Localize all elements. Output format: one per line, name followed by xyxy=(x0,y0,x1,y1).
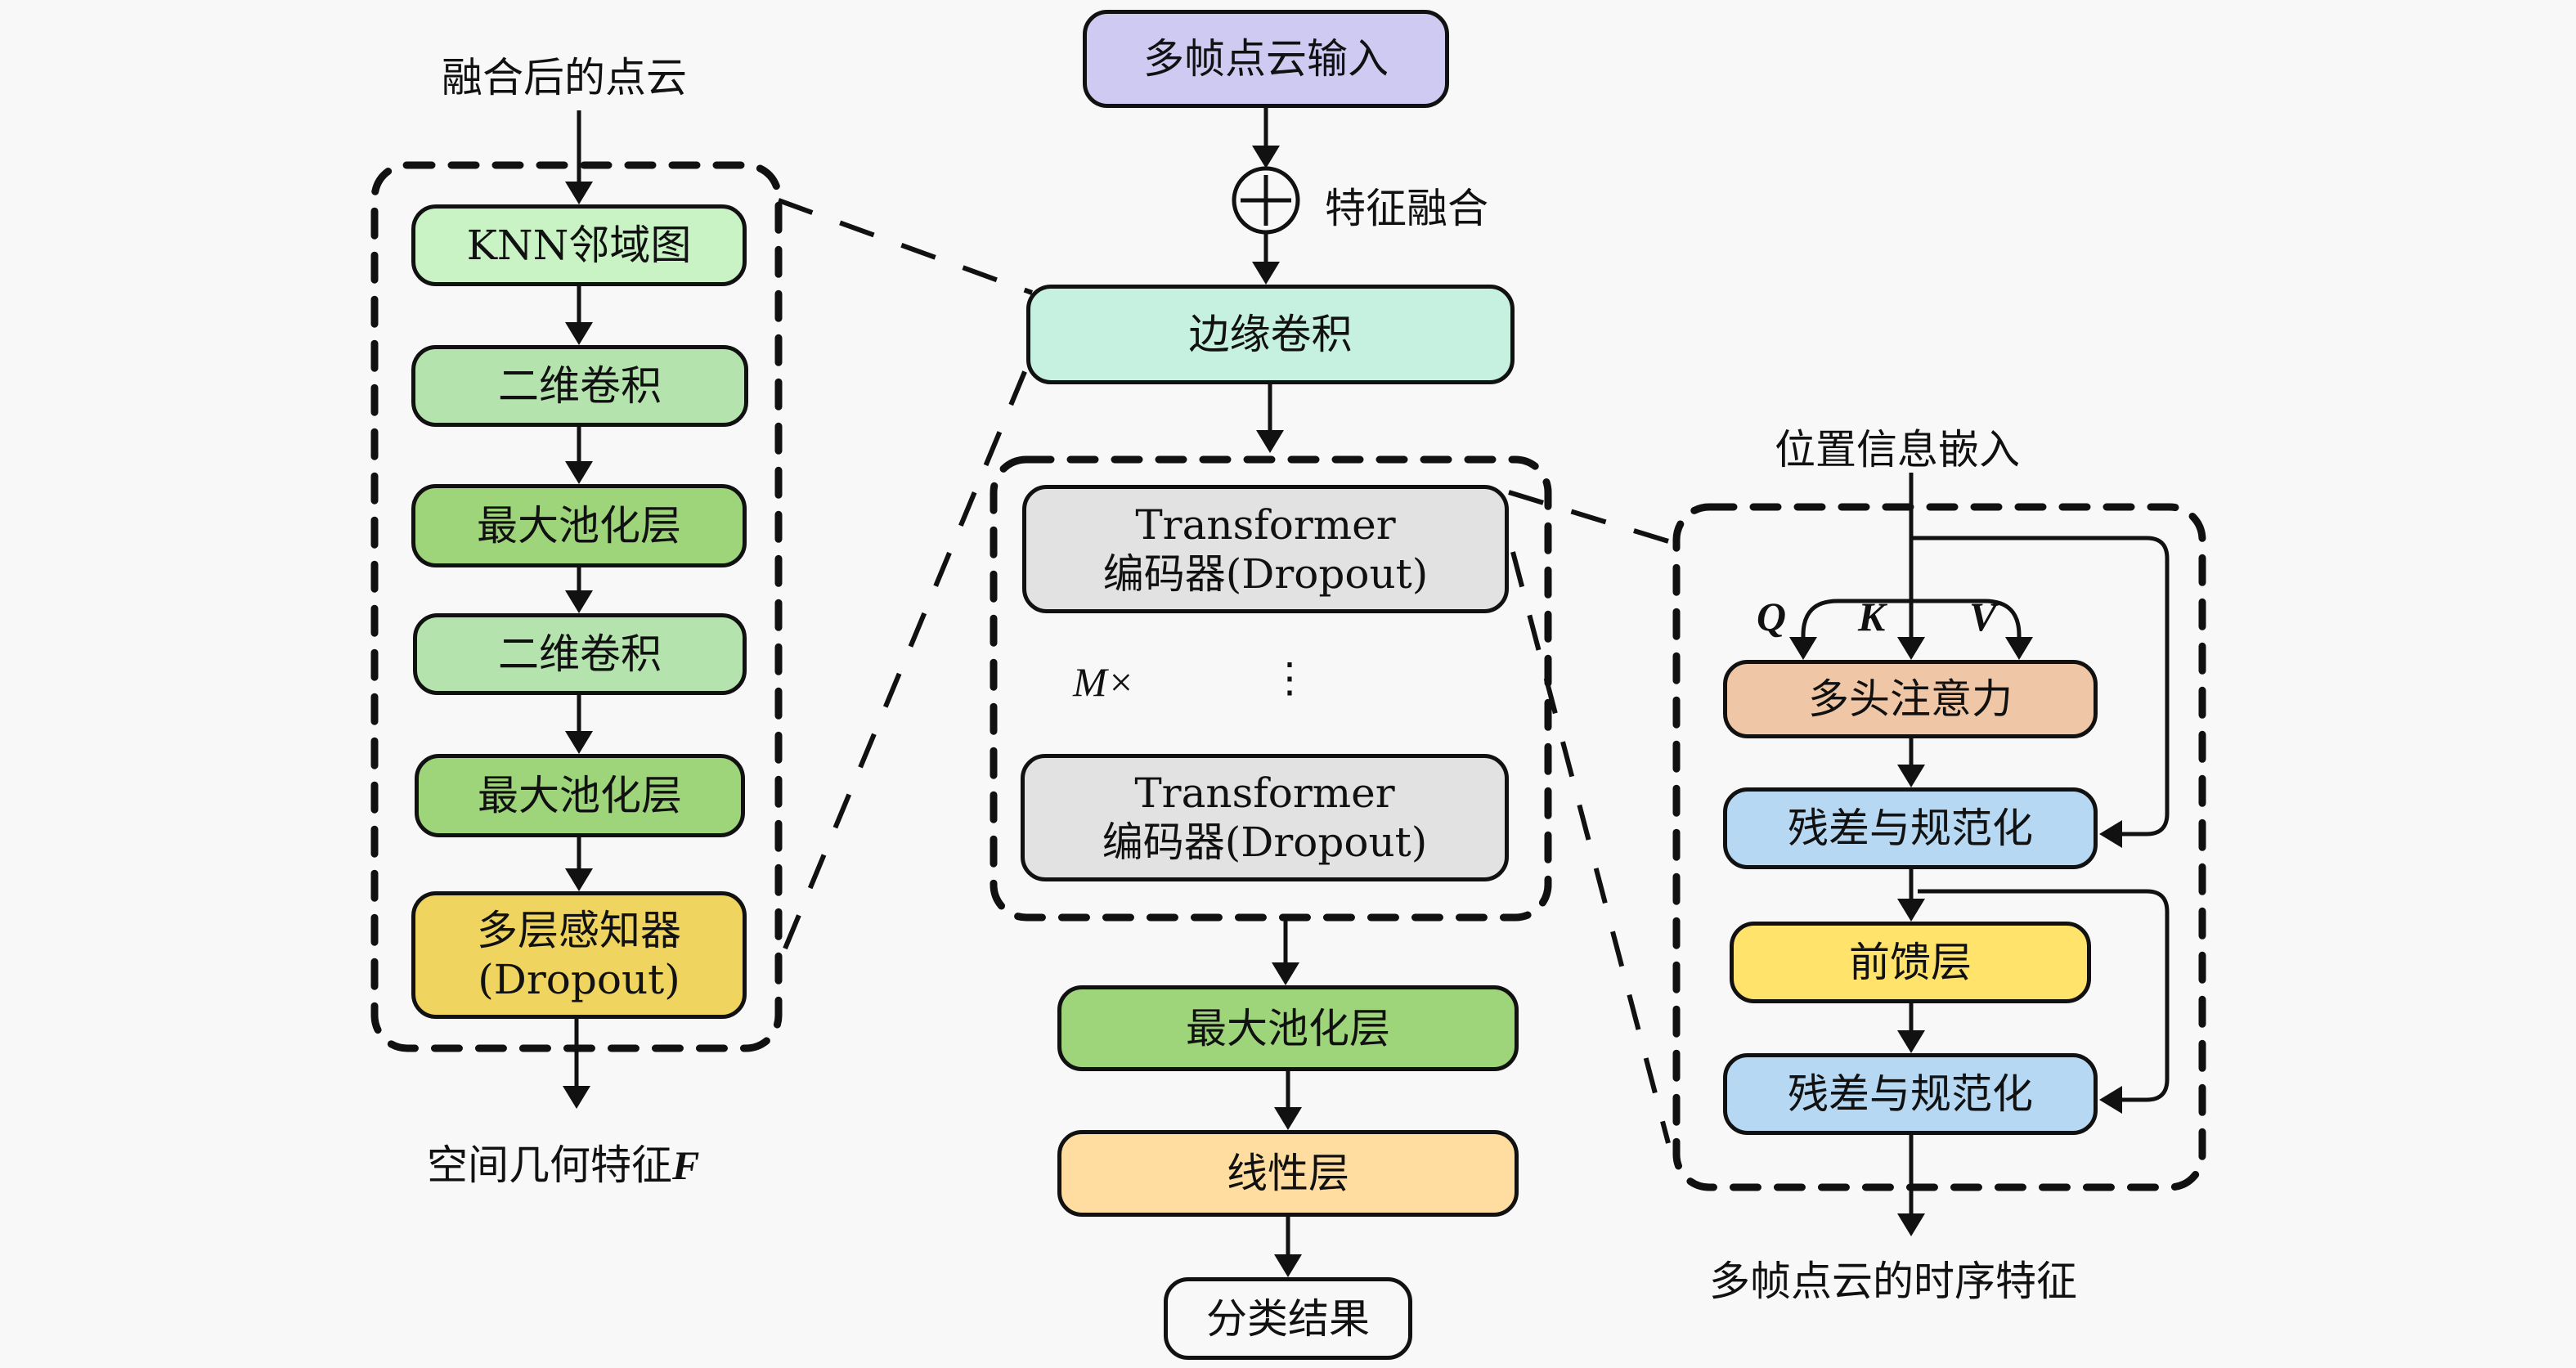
arrowhead xyxy=(1897,899,1925,922)
arrowhead xyxy=(1897,765,1925,787)
zoom-line-right-top xyxy=(1508,490,1677,546)
key-label: K xyxy=(1858,594,1886,639)
conv2d-text-1: 二维卷积 xyxy=(498,362,662,410)
value-label: V xyxy=(1969,594,1997,639)
arrowhead xyxy=(1274,1254,1302,1277)
maxpool-block-1: 最大池化层 xyxy=(411,484,747,567)
mlp-block: 多层感知器 (Dropout) xyxy=(411,891,747,1019)
feature-symbol-f: F xyxy=(672,1142,700,1188)
conv2d-text-2: 二维卷积 xyxy=(498,630,662,678)
arrowhead xyxy=(565,590,593,613)
feature-fusion-label: 特征融合 xyxy=(1325,185,1488,232)
encoder-detail-dashed-frame xyxy=(1672,503,2206,1191)
arrowhead xyxy=(2099,1086,2122,1114)
spatial-feature-label: 空间几何特征F xyxy=(427,1133,699,1191)
query-label: Q xyxy=(1757,594,1787,639)
transformer-stack-dashed-frame xyxy=(990,455,1552,922)
transformer-encoder-block-2: Transformer 编码器(Dropout) xyxy=(1021,754,1509,881)
fused-point-cloud-label: 融合后的点云 xyxy=(442,54,687,101)
arrowheads xyxy=(563,146,2122,1277)
add-norm-text-2: 残差与规范化 xyxy=(1788,1070,2033,1118)
arrowhead xyxy=(1252,146,1280,168)
position-embedding-label: 位置信息嵌入 xyxy=(1775,426,2020,473)
left-module-dashed-frame xyxy=(370,161,783,1052)
maxpool-block-2: 最大池化层 xyxy=(415,754,745,837)
conv2d-block-1: 二维卷积 xyxy=(411,345,748,427)
feed-forward-block: 前馈层 xyxy=(1730,922,2091,1003)
arrowhead xyxy=(1272,962,1299,985)
mlp-text: 多层感知器 xyxy=(477,907,681,954)
multi-head-attention-text: 多头注意力 xyxy=(1808,675,2013,723)
maxpool-block-3: 最大池化层 xyxy=(1057,985,1519,1071)
feed-forward-text: 前馈层 xyxy=(1849,939,1972,986)
classification-result-text: 分类结果 xyxy=(1206,1294,1370,1343)
arrowhead xyxy=(2005,637,2033,660)
maxpool-text-1: 最大池化层 xyxy=(477,502,681,549)
skip-connection-2 xyxy=(1918,889,2170,1102)
arrowhead xyxy=(1897,1213,1925,1236)
multi-frame-input-text: 多帧点云输入 xyxy=(1143,35,1389,83)
maxpool-text-2: 最大池化层 xyxy=(478,772,682,819)
conv2d-block-2: 二维卷积 xyxy=(413,613,747,695)
arrowhead xyxy=(1897,1030,1925,1053)
linear-layer-text: 线性层 xyxy=(1227,1150,1349,1197)
multi-head-attention-block: 多头注意力 xyxy=(1723,660,2098,738)
edge-conv-block: 边缘卷积 xyxy=(1026,285,1515,384)
transformer-title-2: Transformer xyxy=(1134,769,1395,817)
zoom-line-right-bottom xyxy=(1510,551,1671,1144)
arrow-q-branch xyxy=(1801,599,1911,643)
arrowhead xyxy=(1897,637,1925,660)
add-norm-text-1: 残差与规范化 xyxy=(1788,805,2033,852)
zoom-line-left-top xyxy=(777,198,1034,295)
transformer-subtitle-2: 编码器(Dropout) xyxy=(1102,819,1428,866)
temporal-feature-label: 多帧点云的时序特征 xyxy=(1709,1258,2077,1305)
classification-result-block: 分类结果 xyxy=(1164,1277,1412,1360)
arrowhead xyxy=(1256,430,1284,453)
maxpool-text-3: 最大池化层 xyxy=(1186,1004,1390,1052)
zoom-line-left-bottom xyxy=(783,362,1030,950)
arrow-v-branch xyxy=(1911,599,2022,643)
arrowhead xyxy=(563,1086,590,1109)
transformer-title-1: Transformer xyxy=(1135,500,1396,549)
mlp-dropout-text: (Dropout) xyxy=(478,956,680,1003)
transformer-encoder-block-1: Transformer 编码器(Dropout) xyxy=(1022,485,1509,613)
repeat-m-label: M× xyxy=(1073,659,1135,705)
add-norm-block-1: 残差与规范化 xyxy=(1723,787,2098,869)
spatial-feature-text: 空间几何特征 xyxy=(427,1141,672,1189)
arrowhead xyxy=(1274,1107,1302,1130)
skip-connection-1 xyxy=(1911,536,2170,836)
transformer-subtitle-1: 编码器(Dropout) xyxy=(1102,549,1429,598)
arrowhead xyxy=(1789,637,1817,660)
arrowhead xyxy=(565,322,593,345)
arrowhead xyxy=(1252,262,1280,285)
knn-graph-block: KNN邻域图 xyxy=(411,204,747,286)
arrowhead xyxy=(565,868,593,891)
arrowhead xyxy=(565,182,593,204)
edge-conv-text: 边缘卷积 xyxy=(1188,311,1353,358)
arrowhead xyxy=(565,461,593,484)
arrowhead xyxy=(565,731,593,754)
ellipsis-vertical: ⋮ xyxy=(1269,654,1310,702)
arrowhead xyxy=(2099,820,2122,848)
multi-frame-input-block: 多帧点云输入 xyxy=(1083,10,1449,108)
add-norm-block-2: 残差与规范化 xyxy=(1723,1053,2098,1135)
linear-layer-block: 线性层 xyxy=(1057,1130,1519,1217)
knn-graph-text: KNN邻域图 xyxy=(466,222,692,269)
